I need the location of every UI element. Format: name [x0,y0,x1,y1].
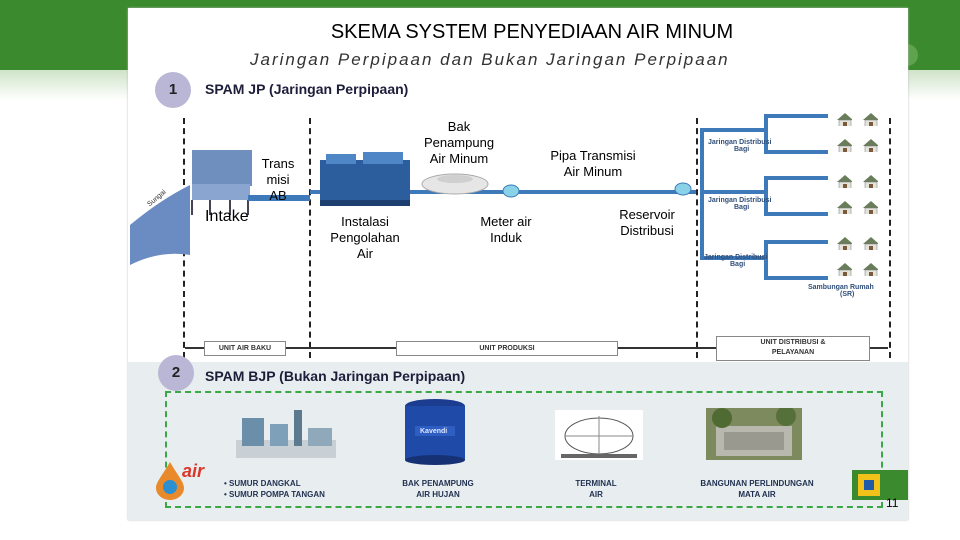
house-icon [837,237,852,250]
unit-air-baku: UNIT AIR BAKU [204,341,286,356]
page-subtitle: Jaringan Perpipaan dan Bukan Jaringan Pe… [250,50,730,69]
house-icon [837,263,852,276]
house-icon [863,237,878,250]
reservoir-valve-icon [674,182,692,196]
unit-distribusi-pelayanan: UNIT DISTRIBUSI &PELAYANAN [716,336,870,361]
pipe-transmisi-ab [248,195,310,201]
terminal-air-graphic [555,410,643,460]
section-1-number: 1 [155,72,191,108]
page-number: 11 [886,496,899,510]
section-1-heading: SPAM JP (Jaringan Perpipaan) [205,81,409,97]
divider-2 [309,118,311,358]
divider-3 [696,118,698,358]
divider-4 [889,118,891,358]
house-icon [837,139,852,152]
logo-text: air [182,461,205,481]
house-icon [837,175,852,188]
label-intake: Intake [205,208,249,225]
house-icon [863,175,878,188]
river-shape [130,185,190,265]
meter-air-icon [502,184,520,198]
section-2-heading: SPAM BJP (Bukan Jaringan Perpipaan) [205,368,466,384]
house-icon [863,113,878,126]
bjp-dashed-frame [165,391,883,508]
mata-air-graphic [706,408,802,460]
rain-tank-graphic [405,399,465,465]
house-icon [863,263,878,276]
tank-brand: Kavendi [420,428,448,435]
water-drop-logo-icon [156,462,184,500]
house-icon [863,201,878,214]
page-title: SKEMA SYSTEM PENYEDIAAN AIR MINUM [254,14,810,50]
distribution-network [700,114,828,280]
house-icon [837,113,852,126]
bjp-item-sumur: • SUMUR DANGKAL • SUMUR POMPA TANGAN [224,479,325,499]
label-sambungan-rumah: Sambungan Rumah(SR) [808,284,874,298]
house-icon [863,139,878,152]
bak-tank-icon [421,173,489,195]
sumur-pompa-graphic [236,410,336,458]
treatment-plant-graphic [320,152,410,206]
house-icon [837,201,852,214]
ministry-logo-icon [858,474,880,496]
intake-graphic [130,150,310,265]
intake-building [192,150,252,186]
section-2-number: 2 [158,355,194,391]
unit-produksi: UNIT PRODUKSI [396,341,618,356]
